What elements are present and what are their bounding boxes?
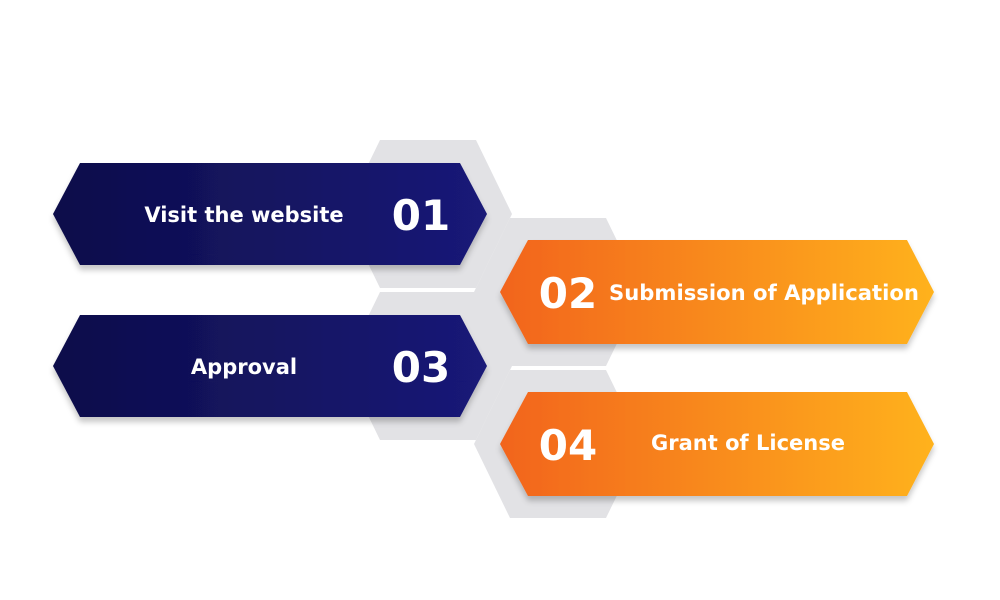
step-4-number: 04 [539,421,597,470]
step-4-label: Grant of License [651,431,845,455]
step-1: Visit the website 01 [53,163,487,265]
step-3-label: Approval [191,355,297,379]
step-1-banner [53,163,487,265]
step-3: Approval 03 [53,315,487,417]
step-4: 04 Grant of License [500,392,934,496]
step-3-banner [53,315,487,417]
step-3-number: 03 [392,343,450,392]
step-1-number: 01 [392,191,450,240]
step-2-banner [500,240,934,344]
step-4-banner [500,392,934,496]
step-2-number: 02 [539,269,597,318]
step-2-label: Submission of Application [609,281,919,305]
step-1-label: Visit the website [144,203,343,227]
step-2: 02 Submission of Application [500,240,934,344]
